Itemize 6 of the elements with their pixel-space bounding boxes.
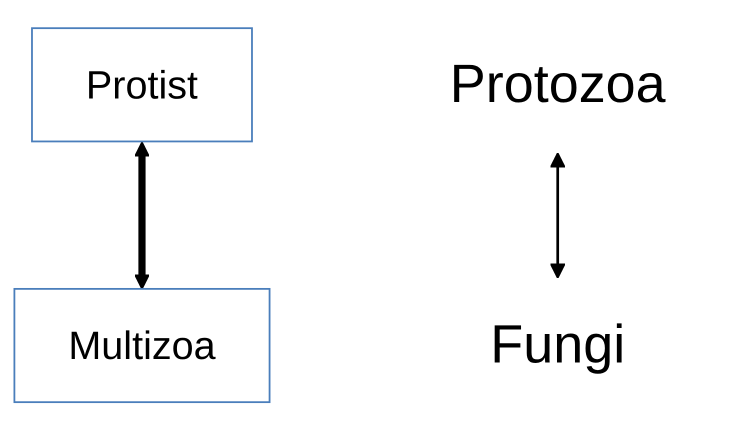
node-box: Protist (31, 28, 253, 143)
node-text: Protozoa (450, 55, 666, 115)
arrow (550, 152, 566, 280)
arrow (134, 142, 150, 290)
node-box: Multizoa (14, 288, 270, 404)
node-text: Fungi (490, 316, 626, 376)
